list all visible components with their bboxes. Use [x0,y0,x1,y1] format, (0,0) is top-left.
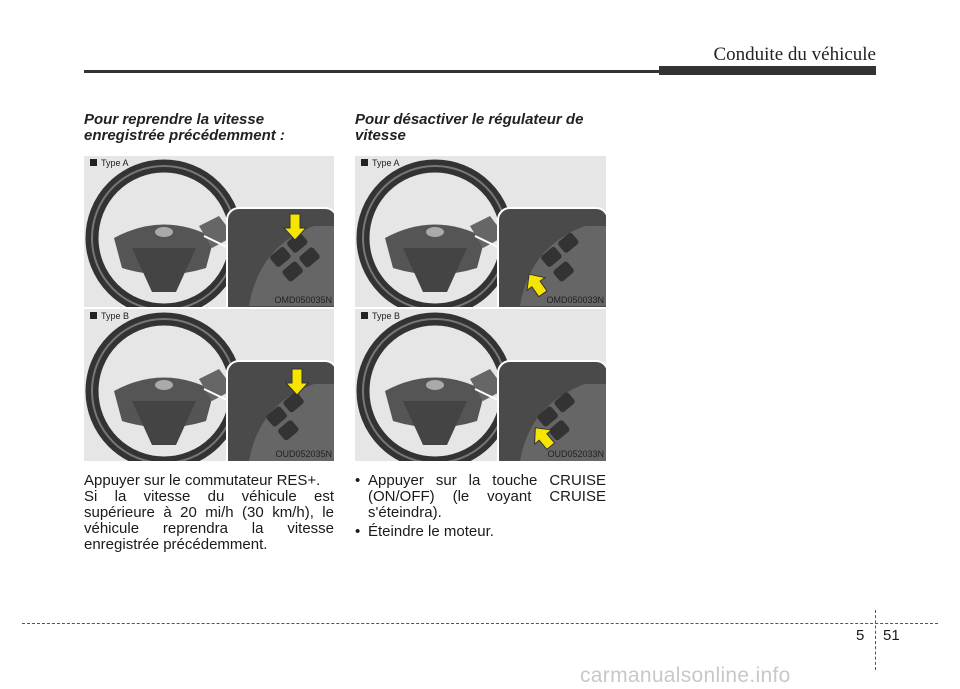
footer-separator [875,610,876,670]
resume-heading-line1: Pour reprendre la vitesse [84,111,265,128]
steering-wheel-illustration [356,312,606,461]
steering-wheel-illustration [85,312,334,461]
resume-instructions: Appuyer sur le commutateur RES+. Si la v… [84,473,334,553]
header-rule [84,70,659,73]
bullet-line: s'éteindra). [368,504,442,521]
header-rule-thick [659,66,876,75]
page-number: 51 [883,627,900,644]
resume-heading-line2: enregistrée précédemment : [84,127,285,144]
illustration-cancel-type-a: Type A OMD050033N [355,156,606,307]
bullet-line: Appuyer sur la touche CRUISE [368,472,606,489]
arrow-down-icon [284,368,310,396]
cancel-heading-line2: vitesse [355,127,406,144]
section-title: Conduite du véhicule [713,44,876,65]
bullet-item: • Éteindre le moteur. [355,524,606,540]
cancel-heading: Pour désactiver le régulateur de vitesse [355,112,583,144]
bullet-line: Éteindre le moteur. [368,523,494,540]
figure-code: OMD050033N [546,295,604,305]
figure-code: OUD052033N [547,449,604,459]
resume-heading: Pour reprendre la vitesse enregistrée pr… [84,112,285,144]
watermark: carmanualsonline.info [580,664,791,687]
type-label: Type A [361,158,400,168]
bullet-dot: • [355,523,361,540]
paragraph-line: Appuyer sur le commutateur RES+. [84,472,321,489]
paragraph-line: véhicule reprendra la vitesse [84,520,334,537]
steering-wheel-illustration [356,159,606,307]
bullet-item: • Appuyer sur la touche CRUISE (ON/OFF) … [355,473,606,521]
arrow-up-icon [534,427,556,451]
type-label: Type B [361,311,400,321]
arrow-down-icon [282,213,308,241]
footer-rule [22,623,938,624]
figure-code: OMD050035N [274,295,332,305]
bullet-dot: • [355,472,361,489]
arrow-up-icon [526,273,548,298]
illustration-resume-type-b: Type B OUD052035N [84,309,334,461]
paragraph-line: Si la vitesse du véhicule est [84,488,334,505]
chapter-number: 5 [856,627,865,644]
illustration-cancel-type-b: Type B OUD052033N [355,309,606,461]
steering-wheel-illustration [85,159,334,307]
cancel-heading-line1: Pour désactiver le régulateur de [355,111,584,128]
paragraph-line: supérieure à 20 mi/h (30 km/h), le [84,504,334,521]
paragraph-line: enregistrée précédemment. [84,536,268,553]
bullet-line: (ON/OFF) (le voyant CRUISE [368,488,606,505]
type-label: Type A [90,158,129,168]
type-label: Type B [90,311,129,321]
illustration-resume-type-a: Type A OMD050035N [84,156,334,307]
figure-code: OUD052035N [275,449,332,459]
